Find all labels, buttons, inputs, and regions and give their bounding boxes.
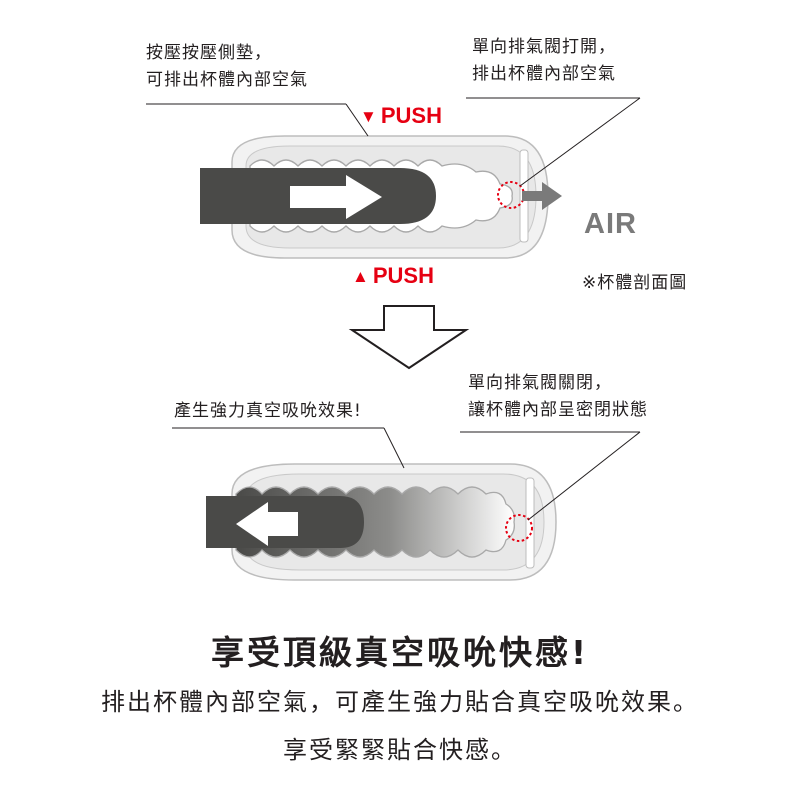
callout-suction-effect: 產生強力真空吸吮效果! bbox=[174, 401, 362, 421]
push-down-icon: ▼ bbox=[360, 107, 377, 126]
push-up-icon: ▲ bbox=[352, 267, 369, 286]
cup-bottom-valve-marker bbox=[505, 514, 533, 542]
headline: 享受頂級真空吸吮快感! bbox=[210, 633, 590, 672]
callout-valve-closed-line2: 讓杯體內部呈密閉狀態 bbox=[468, 400, 648, 420]
push-label-bottom-text: PUSH bbox=[372, 263, 434, 288]
callout-press-pad-line1: 按壓按壓側墊， bbox=[146, 43, 272, 63]
callout-press-pad-line2: 可排出杯體內部空氣 bbox=[146, 70, 308, 90]
caption-line-1: 排出杯體內部空氣，可產生強力貼合真空吸吮效果。 bbox=[101, 688, 699, 716]
callout-valve-closed: 單向排氣閥關閉， 讓杯體內部呈密閉狀態 bbox=[468, 370, 648, 424]
push-label-bottom: ▲PUSH bbox=[352, 264, 434, 290]
callout-valve-open-line1: 單向排氣閥打開， bbox=[472, 37, 616, 57]
push-label-top: ▼PUSH bbox=[360, 104, 442, 130]
cross-section-note: ※杯體剖面圖 bbox=[582, 273, 688, 293]
callout-valve-open: 單向排氣閥打開， 排出杯體內部空氣 bbox=[472, 34, 616, 88]
cup-bottom-suction-arrow bbox=[236, 502, 298, 546]
callout-press-pad: 按壓按壓側墊， 可排出杯體內部空氣 bbox=[146, 40, 308, 94]
cup-top bbox=[200, 135, 562, 259]
air-exit-arrow-icon bbox=[522, 182, 562, 210]
cup-bottom bbox=[206, 463, 557, 581]
cup-top-push-in-arrow bbox=[290, 175, 382, 219]
callout-valve-open-line2: 排出杯體內部空氣 bbox=[472, 64, 616, 84]
push-label-top-text: PUSH bbox=[380, 103, 442, 128]
process-down-arrow-icon bbox=[348, 305, 470, 370]
caption-line-2: 享受緊緊貼合快感。 bbox=[283, 736, 517, 764]
air-label: AIR bbox=[584, 208, 637, 240]
callout-valve-closed-line1: 單向排氣閥關閉， bbox=[468, 373, 612, 393]
cup-cross-section-diagram bbox=[146, 97, 641, 581]
